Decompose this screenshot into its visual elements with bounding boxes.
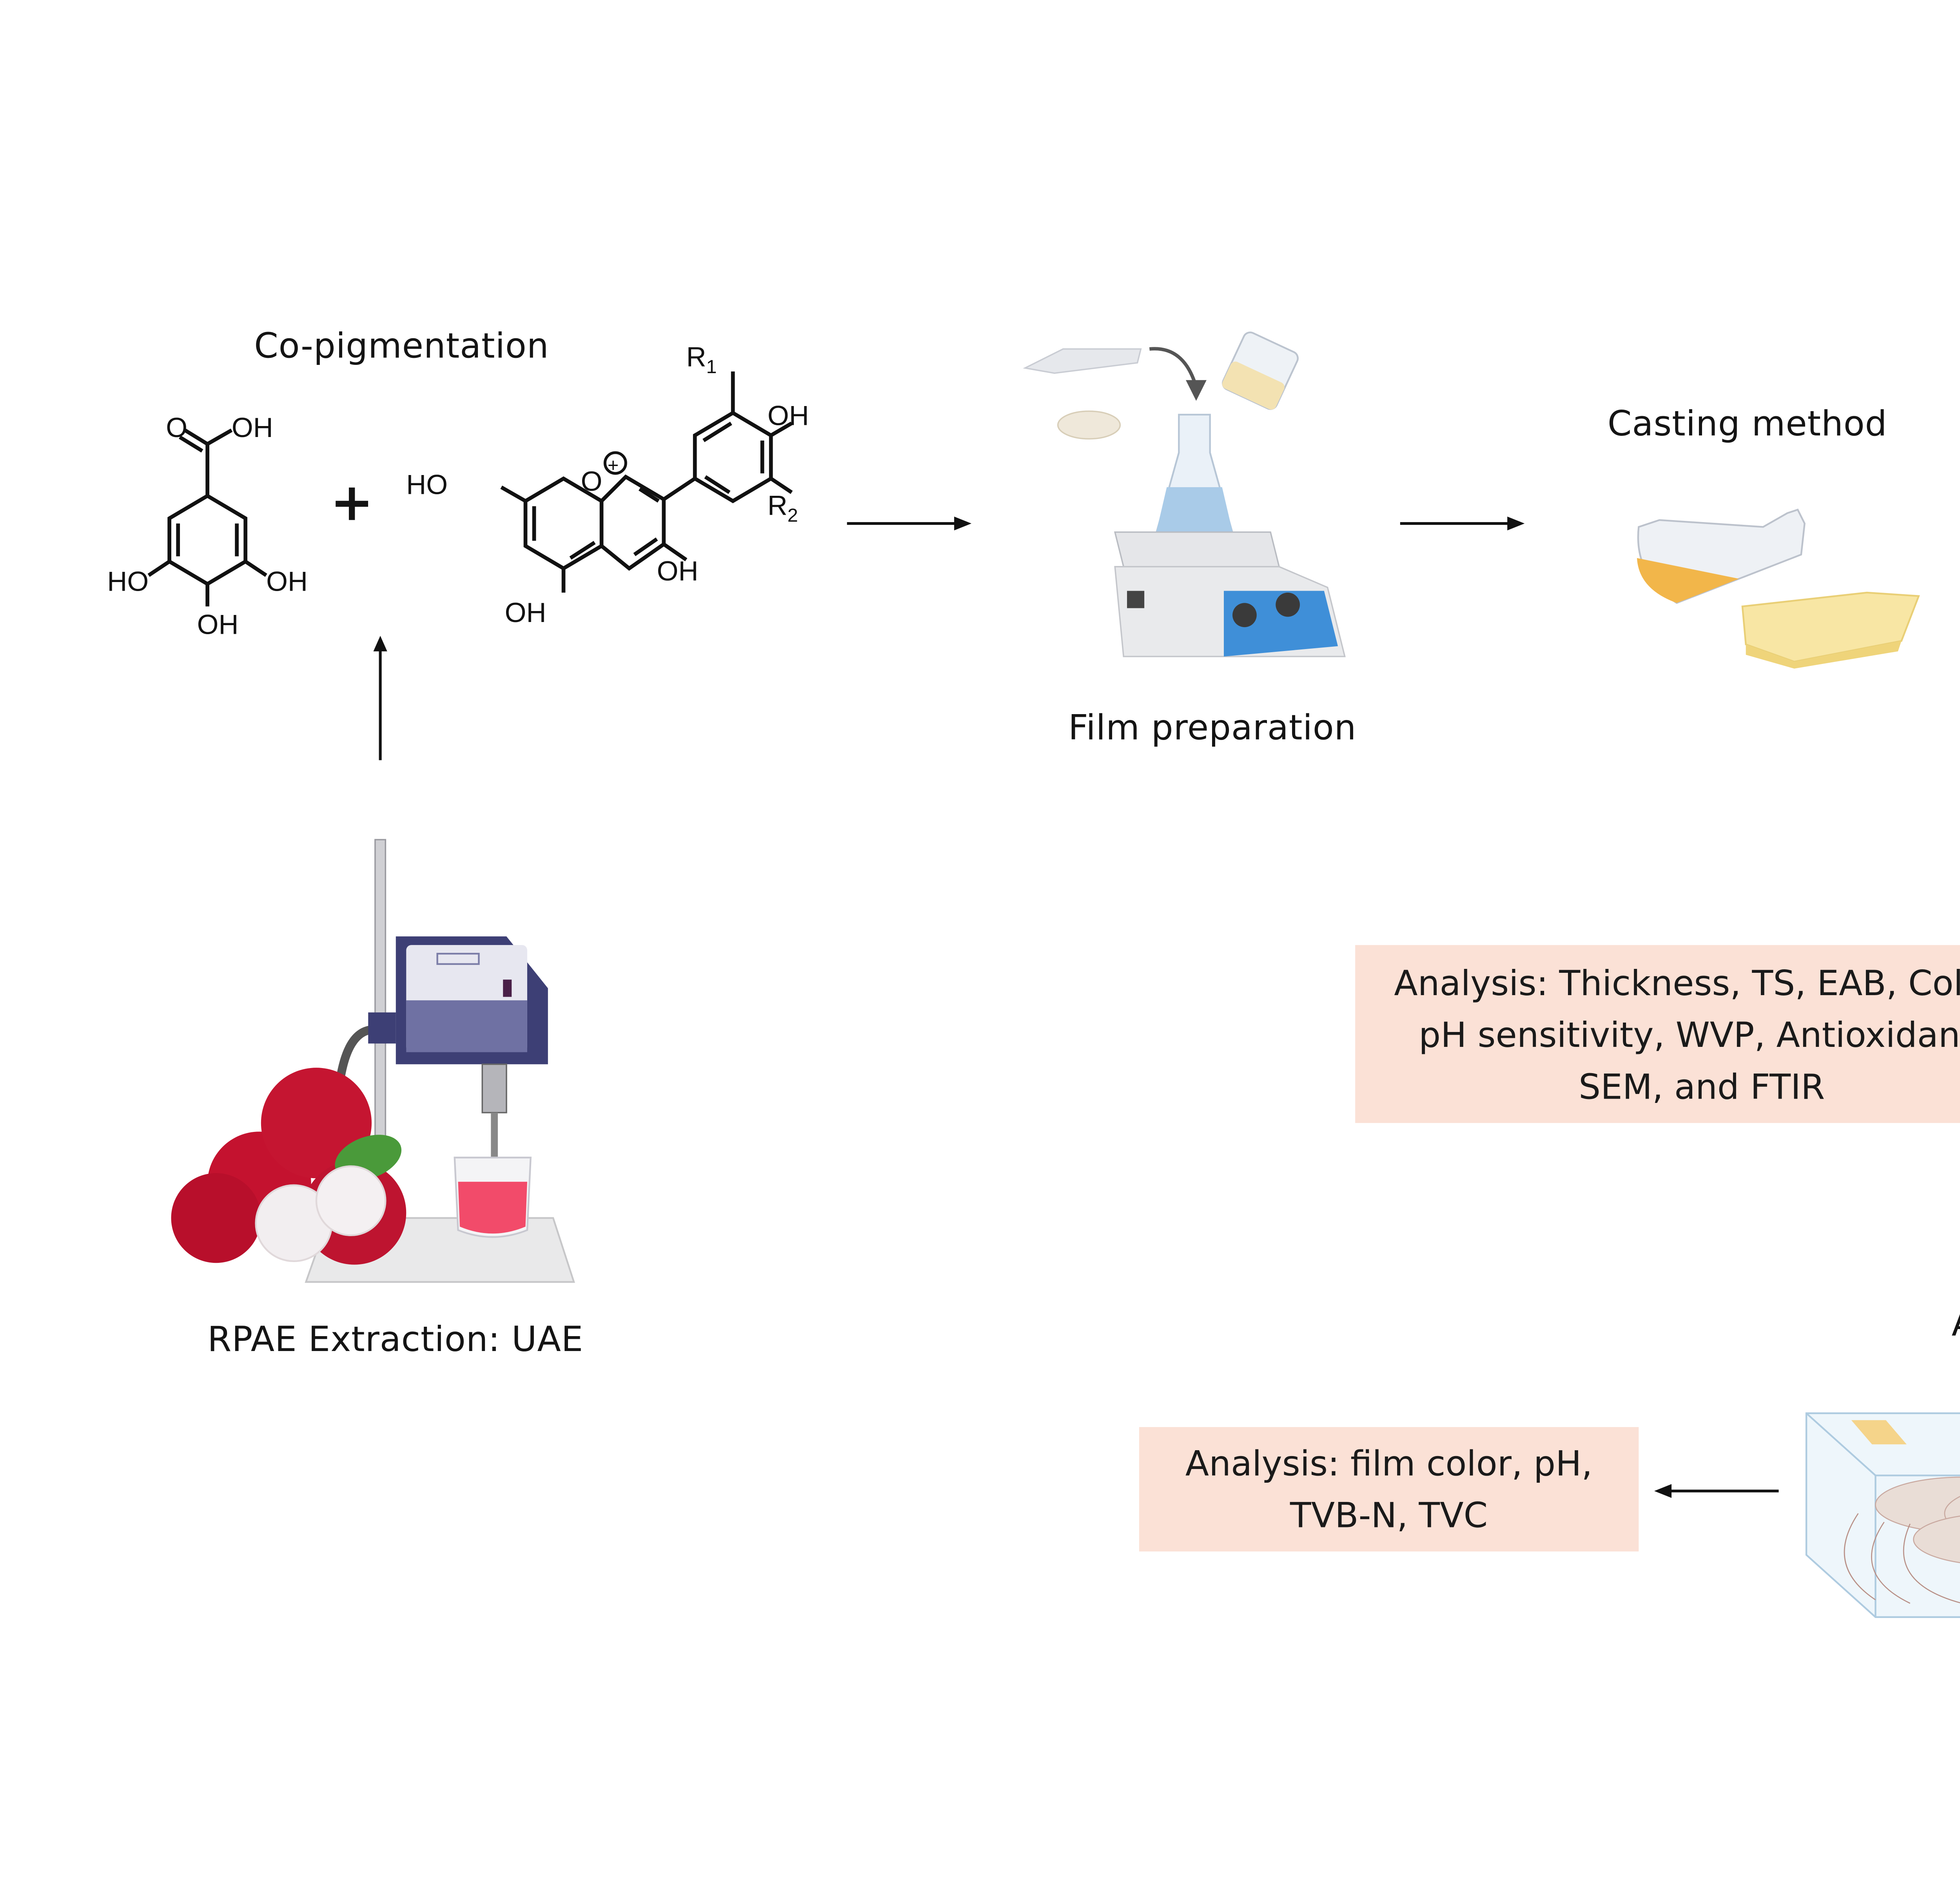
antho-oh-c3-label: OH	[657, 555, 699, 586]
antho-oh-c5-label: OH	[505, 597, 546, 628]
gallic-oh3-label: OH	[197, 609, 239, 640]
copigmentation-label: Co-pigmentation	[254, 325, 549, 366]
shrimp-analysis-box: Analysis: film color, pH, TVB-N, TVC	[1139, 1427, 1639, 1552]
film-preparation-label: Film preparation	[1068, 706, 1357, 748]
film-analysis-box: Analysis: Thickness, TS, EAB, Color, pH …	[1355, 945, 1960, 1123]
film-analysis-line: pH sensitivity, WVP, Antioxidant,	[1419, 1013, 1960, 1055]
film-analysis-line: Analysis: Thickness, TS, EAB, Color,	[1394, 961, 1960, 1003]
arrow-right-icon	[1400, 516, 1525, 531]
arrow-left-icon	[1654, 1484, 1779, 1498]
film-analysis-line: SEM, and FTIR	[1579, 1065, 1825, 1107]
arrow-right-icon	[847, 516, 972, 531]
plus-sign: +	[330, 473, 374, 534]
shrimp-container-fresh	[1805, 1412, 1960, 1618]
magnetic-stirrer-illustration	[1023, 331, 1346, 657]
antho-ho-label: HO	[406, 469, 448, 500]
gallic-o-label: O	[166, 412, 187, 443]
arrow-up-icon	[373, 636, 387, 760]
gallic-oh-label: OH	[232, 412, 273, 443]
shrimp-analysis-line: TVB-N, TVC	[1290, 1494, 1488, 1536]
antho-o-label: O	[581, 466, 603, 497]
antho-r1-label: R1	[686, 341, 717, 378]
gallic-oh2-label: OH	[266, 566, 308, 597]
casting-method-label: Casting method	[1607, 403, 1887, 444]
antho-r2-label: R2	[768, 490, 798, 526]
fresh-label: Fresh	[1958, 1410, 1960, 1451]
extraction-label: RPAE Extraction: UAE	[207, 1318, 584, 1360]
application-label: Application on shrimp monitoring	[1951, 1303, 1960, 1344]
shrimp-analysis-line: Analysis: film color, pH,	[1185, 1442, 1593, 1484]
gallic-acid-structure: O OH HO OH OH	[107, 412, 308, 640]
gallic-ho-label: HO	[107, 566, 149, 597]
anthocyanin-structure: HO O + OH OH R1 OH R2	[406, 341, 809, 628]
ultrasonic-extractor-illustration	[171, 839, 575, 1283]
antho-oh-b-label: OH	[768, 400, 809, 431]
casting-illustration	[1637, 508, 1920, 669]
antho-charge-label: +	[608, 455, 619, 476]
